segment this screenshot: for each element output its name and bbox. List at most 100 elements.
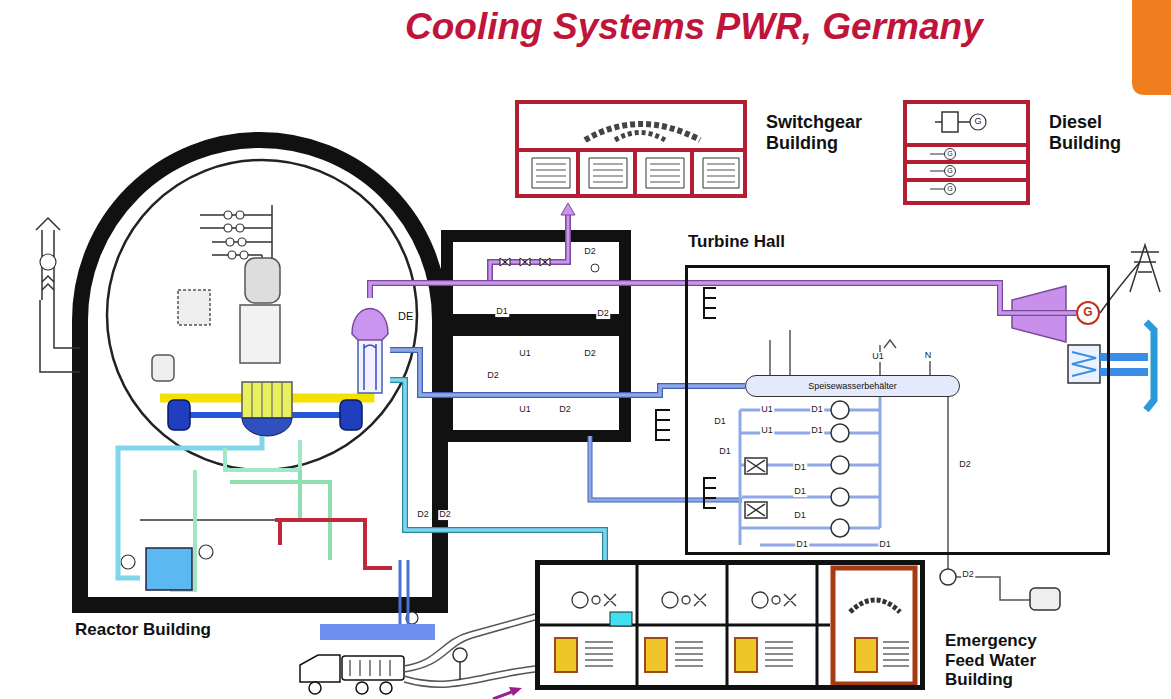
emergency-feed-interior-part-part — [572, 592, 588, 608]
pipe-outline — [390, 380, 605, 560]
valve-room — [447, 236, 625, 436]
component-label: DE — [398, 310, 413, 323]
heat-exchanger-part — [745, 502, 767, 518]
feedwater-tank: Speisewasserbehälter — [745, 375, 960, 397]
valve-code: D1 — [495, 307, 509, 317]
building-label: Reactor Building — [75, 620, 265, 640]
feed-pump-part — [831, 424, 849, 442]
diesel-interior-part — [930, 154, 945, 189]
building-box: Emergency Feed Water Building — [535, 560, 925, 690]
valve-symbol-part — [236, 211, 244, 219]
tank-vent-part — [770, 330, 930, 375]
hose-part — [453, 648, 467, 662]
reactor-vessel-part — [242, 418, 292, 436]
tank-vent — [770, 330, 930, 375]
feedwater-pipe-part — [590, 436, 742, 500]
pipe-connector — [370, 283, 1076, 313]
valve-symbol-part — [228, 251, 236, 259]
emergency-feed-interior-part-part — [662, 592, 678, 608]
emergency-feed-interior-part — [572, 592, 796, 608]
feed-pump-part — [1030, 588, 1060, 610]
valve-room-part — [447, 236, 625, 320]
valve-symbol-part — [240, 251, 248, 259]
condenser-part — [1072, 352, 1096, 376]
building-box: Diesel Building — [903, 100, 1030, 205]
vessel-outline — [350, 298, 390, 395]
corner-tab-part — [1132, 0, 1171, 95]
tank-vent-part — [884, 340, 896, 348]
tank-symbol-part — [152, 355, 174, 381]
generator-mark: G — [946, 185, 953, 193]
valve-code: D2 — [416, 510, 430, 520]
safety-piping-part — [275, 520, 392, 568]
tank-symbol — [152, 258, 280, 381]
valve-code: D1 — [793, 487, 807, 497]
reactor-vessel-part — [242, 382, 292, 418]
condenser — [1068, 322, 1154, 410]
switchgear-interior-part — [519, 150, 743, 194]
vessel-tubes — [364, 344, 376, 390]
feedwater-pipe — [590, 397, 1030, 600]
building-label: Emergency Feed Water Building — [945, 631, 1070, 690]
reactor-building-wall-part — [72, 597, 448, 613]
hose — [404, 614, 535, 687]
wall-penetration-part — [704, 288, 716, 318]
building-box: Turbine HallSpeisewasserbehälterG — [685, 265, 1110, 555]
heat-exchanger-part — [747, 504, 765, 516]
valve-code: N — [924, 351, 933, 361]
switchgear-interior-part — [532, 158, 739, 188]
pipe-connector — [390, 350, 745, 395]
generator-mark: G — [946, 150, 953, 158]
diesel-interior-part — [945, 149, 956, 160]
building-box: Switchgear Building — [515, 100, 747, 198]
valve-symbol-part — [226, 238, 234, 246]
feed-pump-part — [831, 519, 849, 537]
component-label: G — [1078, 303, 1098, 323]
emergency-feed-interior-part — [610, 612, 632, 626]
generator-circle: G — [1076, 301, 1100, 325]
building-label: Switchgear Building — [766, 112, 901, 153]
reactor-vessel — [242, 382, 292, 436]
emergency-feed-interior-part — [555, 638, 877, 672]
valve-room-part — [447, 330, 625, 436]
emergency-feed-interior-part — [538, 562, 830, 688]
feed-pump-part — [831, 488, 849, 506]
valve-code: D1 — [793, 463, 807, 473]
feedwater-pipe-part — [740, 397, 880, 545]
emergency-feed-interior-part-part — [772, 596, 780, 604]
safety-piping-part — [225, 440, 300, 470]
building-area: Reactor Building DE — [50, 135, 470, 695]
title: Cooling Systems PWR, Germany — [405, 6, 983, 49]
pipe-outline — [370, 283, 1076, 313]
pointer-arrow — [493, 687, 522, 699]
hose-part — [404, 620, 535, 672]
corner-tab — [1132, 0, 1171, 95]
condenser-part — [1068, 345, 1100, 383]
tank-symbol-part — [178, 290, 210, 325]
reactor-vessel-part — [252, 382, 282, 418]
diesel-interior — [907, 112, 1026, 195]
steam-relief-line-part — [500, 258, 550, 266]
valve-code: U1 — [760, 426, 774, 436]
safety-piping-part — [230, 470, 330, 560]
pipe-fill — [390, 380, 605, 560]
pipe-fill — [390, 350, 745, 395]
valve-code: D1 — [713, 417, 727, 427]
pipe-fill — [370, 283, 1076, 313]
heat-exchanger-part — [747, 460, 765, 472]
reactor-building-wall — [72, 140, 448, 605]
pipe-outline — [390, 350, 745, 395]
cooling-pool — [320, 560, 435, 640]
emergency-feed-interior-part-part — [555, 638, 577, 672]
valve-symbol-part — [121, 555, 135, 569]
valve-code: D2 — [583, 247, 597, 257]
component-label: Speisewasserbehälter — [746, 376, 959, 396]
pointer-arrow-part — [493, 691, 514, 699]
emergency-feed-interior-part-part — [604, 594, 796, 606]
auxiliary-piping-part — [36, 218, 80, 372]
building-label: Diesel Building — [1049, 112, 1161, 153]
steam-relief-line-part — [591, 264, 599, 272]
valve-code: D2 — [596, 309, 610, 319]
hose-part — [404, 672, 535, 687]
